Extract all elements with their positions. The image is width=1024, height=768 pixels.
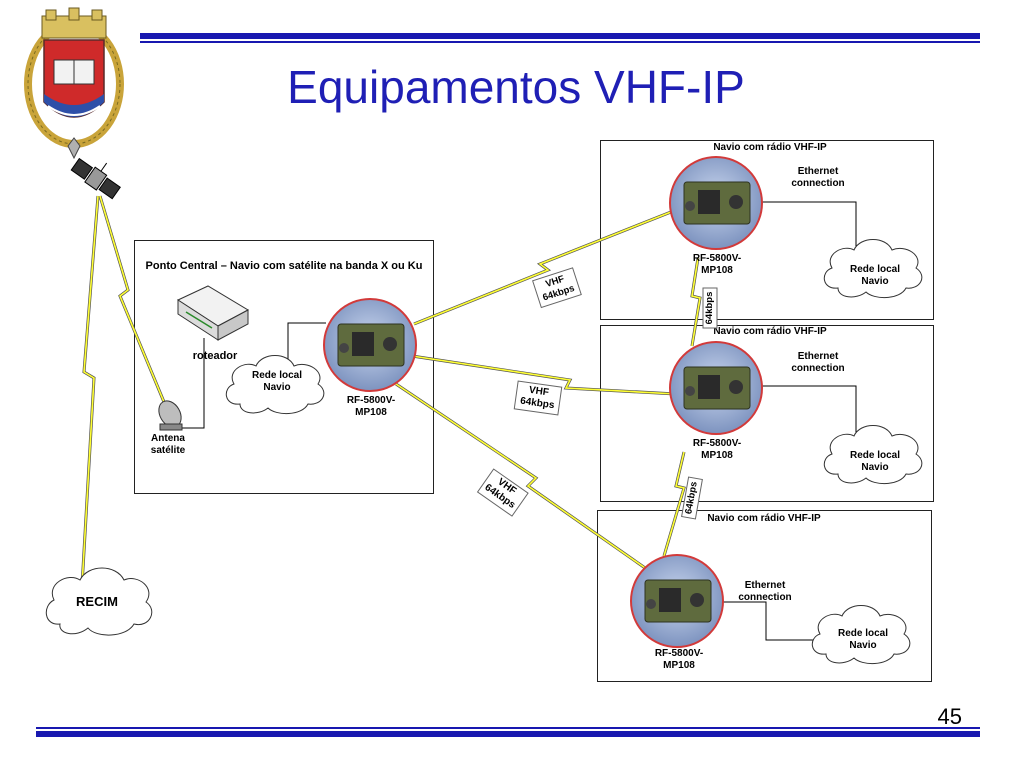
slide-title: Equipamentos VHF-IP [287,61,745,113]
bottom-rule [36,731,980,737]
central-lan-cloud [225,355,325,414]
navy-emblem-logo [24,7,124,160]
recim-cloud [45,567,153,636]
satellite-dish-icon [158,400,183,431]
ship-3-lan-label: Rede local Navio [837,628,889,651]
satellite-icon [70,157,121,200]
vhf-label-box-3 [476,468,529,517]
ship-3-radio-icon [630,554,724,648]
vhf-label-box-1 [532,267,582,309]
ship-2-title: Navio com rádio VHF-IP [713,326,827,337]
top-rule [140,33,980,39]
router-label: roteador [192,350,238,362]
vhf-link-ship-1 [413,208,677,326]
ship-2-ethernet-label: Ethernet connection [791,351,845,374]
ship-2-lan-label: Rede local Navio [849,450,901,473]
ship-link-label-1: 64kbps [704,291,715,325]
page-number: 45 [937,704,962,729]
antenna-label: Antena satélite [150,433,186,456]
ship-link-1-2 [690,257,702,347]
ship-1-radio-icon [669,156,763,250]
ship-1-title: Navio com rádio VHF-IP [713,142,827,153]
ship-1-radio-label: RF-5800V- MP108 [692,253,742,276]
satellite-to-antenna-link [98,195,166,403]
central-radio-icon [323,298,417,392]
top-rule-thin [140,41,980,43]
vhf-link-ship-2 [411,354,677,396]
central-radio-label: RF-5800V- MP108 [346,395,396,418]
bottom-rule-thin [36,727,980,729]
ship-2-radio-label: RF-5800V- MP108 [692,438,742,461]
recim-label: RECIM [76,594,118,609]
ship-1-ethernet-label: Ethernet connection [791,166,845,189]
central-lan-label: Rede local Navio [251,370,303,393]
ship-link-label-box-2 [681,476,703,520]
router-icon [176,285,250,341]
ship-1-lan-cloud [823,239,923,298]
satellite-to-recim-link [80,195,100,587]
ship-3-radio-label: RF-5800V- MP108 [654,648,704,671]
central-box-title: Ponto Central – Navio com satélite na ba… [145,260,423,272]
ship-3-title: Navio com rádio VHF-IP [707,513,821,524]
ship-3-lan-cloud [811,605,911,664]
ship-3-ethernet-label: Ethernet connection [738,580,792,603]
vhf-label-box-2 [513,380,563,416]
ship-2-radio-icon [669,341,763,435]
vhf-link-ship-3 [395,382,649,572]
ship-link-label-box-1 [702,287,718,329]
ship-2-lan-cloud [823,425,923,484]
ship-link-2-3 [662,451,686,557]
ship-1-lan-label: Rede local Navio [849,264,901,287]
